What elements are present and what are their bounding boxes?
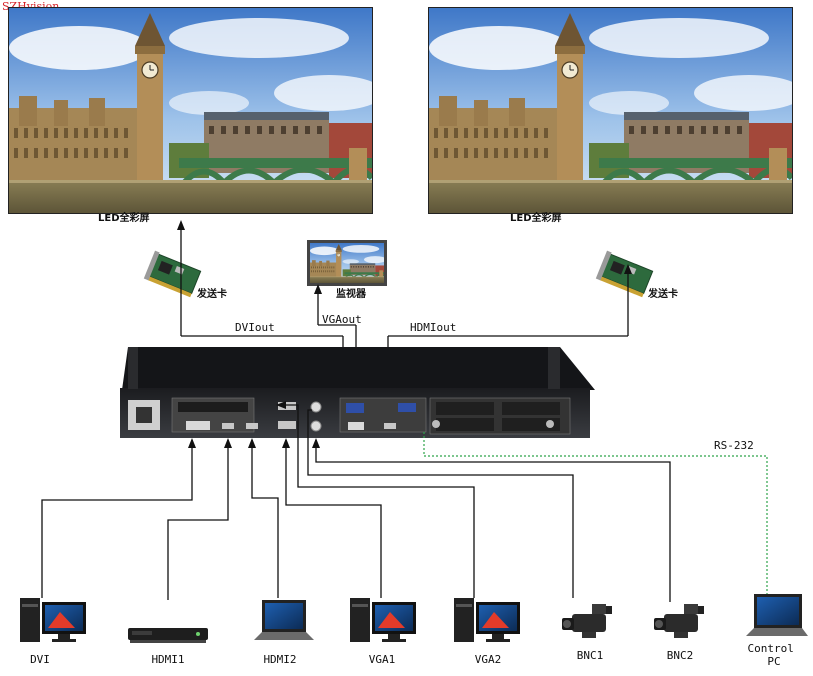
- vga-out-label: VGAout: [322, 313, 362, 326]
- source-vga2-desktop-pc-icon: [454, 598, 520, 642]
- dvi-out-port-icon: [348, 422, 364, 430]
- led-screen-right-label: LED全彩屏: [510, 211, 562, 224]
- rs232-port-icon: [398, 403, 416, 412]
- monitor-icon: [307, 240, 387, 286]
- input-wires: [41, 401, 671, 602]
- vga2-in-port-icon: [278, 402, 296, 410]
- vga1-in-port-icon: [278, 421, 296, 429]
- sender-card-left-label: 发送卡: [196, 287, 227, 300]
- dvi-in-port-icon: [186, 421, 210, 430]
- source-hdmi1-set-top-box-icon: [128, 628, 208, 643]
- source-hdmi1-label: HDMI1: [151, 653, 184, 666]
- source-bnc1-label: BNC1: [577, 649, 604, 662]
- hdmi-out-label: HDMIout: [410, 321, 456, 334]
- led-screen-left-label: LED全彩屏: [98, 211, 150, 224]
- source-vga1-label: VGA1: [369, 653, 396, 666]
- control-pc-label: Control PC: [748, 642, 801, 668]
- led-screen-right: [428, 7, 793, 214]
- bnc1-in-port-icon: [310, 401, 322, 413]
- hdmi2-in-port-icon: [246, 423, 258, 429]
- monitor-label: 监视器: [336, 287, 367, 300]
- rs232-connection: [423, 432, 768, 600]
- source-hdmi2-laptop-icon: [254, 600, 314, 640]
- source-dvi-desktop-pc-icon: [20, 598, 86, 642]
- sender-card-left-icon: [143, 250, 202, 298]
- sender-card-right-label: 发送卡: [647, 287, 678, 300]
- source-vga1-desktop-pc-icon: [350, 598, 416, 642]
- vga-out-port-icon: [346, 403, 364, 413]
- dvi-out-label: DVIout: [235, 321, 275, 334]
- rs232-label: RS-232: [714, 439, 754, 452]
- bnc2-in-port-icon: [310, 420, 322, 432]
- source-dvi-label: DVI: [30, 653, 50, 666]
- source-vga2-label: VGA2: [475, 653, 502, 666]
- hdmi1-in-port-icon: [222, 423, 234, 429]
- control-pc-laptop-icon: [746, 594, 808, 636]
- source-hdmi2-label: HDMI2: [263, 653, 296, 666]
- hdmi-out-port-icon: [384, 423, 396, 429]
- led-screen-left: [8, 7, 373, 214]
- video-processor: [120, 347, 595, 438]
- source-bnc1-video-camera-icon: [562, 604, 612, 638]
- source-bnc2-video-camera-icon: [654, 604, 704, 638]
- source-bnc2-label: BNC2: [667, 649, 694, 662]
